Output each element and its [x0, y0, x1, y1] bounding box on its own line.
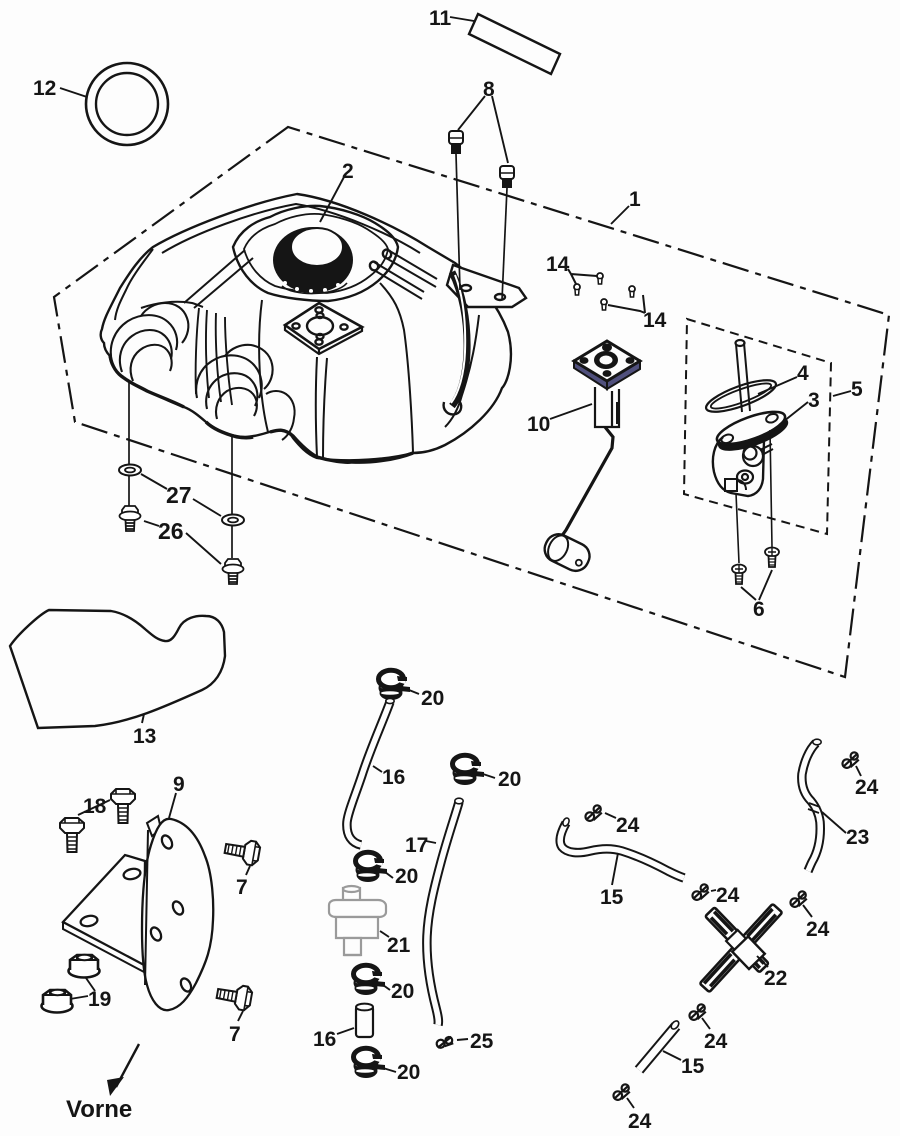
svg-text:24: 24: [855, 776, 879, 799]
svg-text:20: 20: [397, 1061, 420, 1084]
svg-text:25: 25: [470, 1030, 494, 1053]
svg-text:4: 4: [797, 362, 809, 385]
svg-text:6: 6: [753, 598, 765, 621]
svg-text:Vorne: Vorne: [66, 1096, 132, 1123]
svg-text:7: 7: [236, 876, 248, 899]
svg-text:3: 3: [808, 389, 820, 412]
svg-text:16: 16: [382, 766, 405, 789]
svg-text:24: 24: [616, 814, 640, 837]
svg-text:9: 9: [173, 773, 185, 796]
svg-text:14: 14: [546, 253, 570, 276]
svg-text:10: 10: [527, 413, 550, 436]
svg-text:20: 20: [498, 768, 521, 791]
svg-text:15: 15: [600, 886, 624, 909]
svg-text:20: 20: [421, 687, 444, 710]
svg-text:1: 1: [629, 188, 641, 211]
svg-text:12: 12: [33, 77, 56, 100]
svg-text:13: 13: [133, 725, 156, 748]
svg-text:16: 16: [313, 1028, 336, 1051]
svg-text:18: 18: [83, 795, 107, 818]
svg-text:24: 24: [716, 884, 740, 907]
svg-text:22: 22: [764, 967, 787, 990]
svg-text:20: 20: [395, 865, 418, 888]
svg-text:23: 23: [846, 826, 869, 849]
svg-text:24: 24: [704, 1030, 728, 1053]
svg-text:24: 24: [628, 1110, 652, 1133]
svg-text:24: 24: [806, 918, 830, 941]
svg-text:17: 17: [405, 834, 428, 857]
svg-text:7: 7: [229, 1023, 241, 1046]
svg-text:5: 5: [851, 378, 863, 401]
svg-text:2: 2: [342, 160, 354, 183]
svg-text:8: 8: [483, 78, 495, 101]
svg-text:19: 19: [88, 988, 111, 1011]
svg-text:27: 27: [166, 482, 192, 508]
svg-text:11: 11: [429, 7, 452, 30]
svg-text:15: 15: [681, 1055, 705, 1078]
svg-text:21: 21: [387, 934, 411, 957]
svg-text:26: 26: [158, 518, 184, 544]
svg-text:20: 20: [391, 980, 414, 1003]
svg-text:14: 14: [643, 309, 667, 332]
